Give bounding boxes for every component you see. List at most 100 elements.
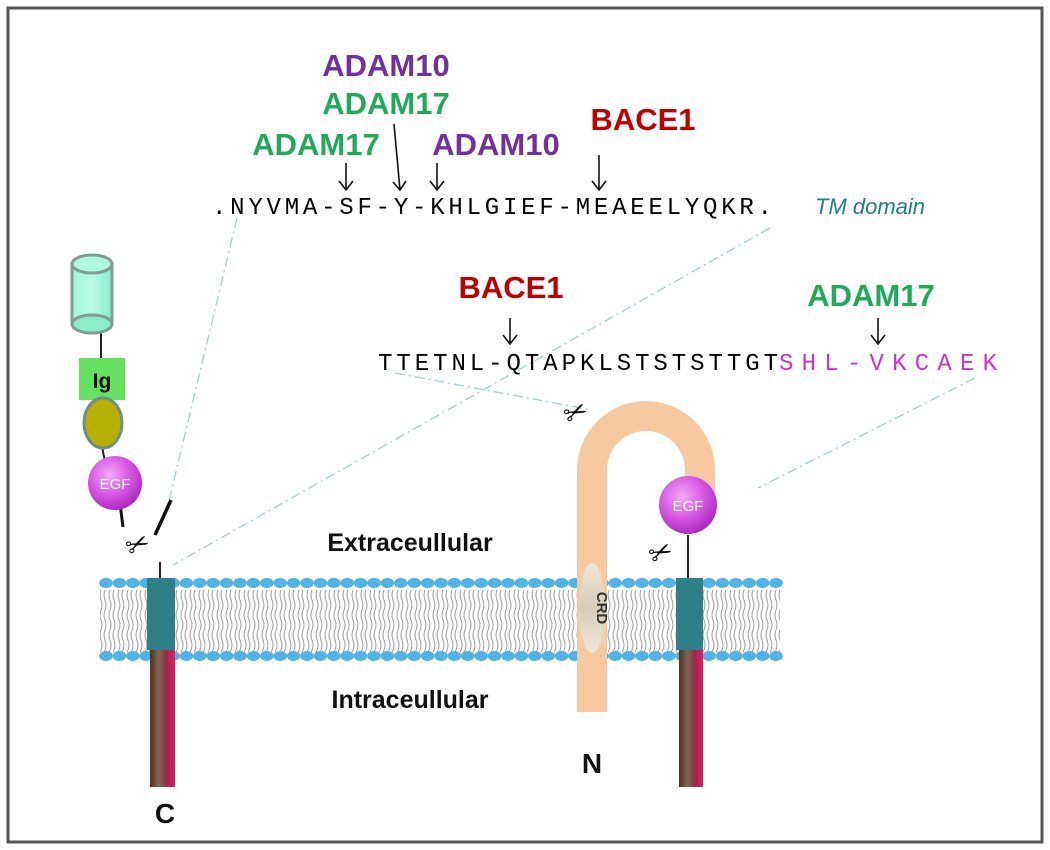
lipid-head (407, 651, 422, 661)
lipid-heads-bottom (99, 651, 783, 661)
lipid-head (233, 578, 247, 588)
lipid-head (541, 578, 555, 588)
lipid-head (769, 651, 783, 661)
lipid-head (193, 578, 207, 588)
down-arrow-icon (392, 123, 407, 192)
bace1-label: BACE1 (458, 270, 563, 305)
lipid-head (353, 578, 368, 588)
down-arrow-icon (870, 318, 886, 346)
intracellular-label: Intraceullular (332, 686, 489, 714)
lipid-head (260, 578, 274, 588)
seq-separator: . (758, 195, 772, 222)
lipid-head (273, 651, 288, 661)
lipid-head (206, 651, 220, 661)
mid-sequence-magenta: SHL-VKCAEK (779, 351, 998, 378)
adam17-label: ADAM17 (322, 86, 449, 121)
lipid-head (193, 651, 207, 661)
lipid-head (742, 651, 756, 661)
lipid-head (487, 578, 502, 588)
lipid-head (219, 578, 234, 588)
lipid-head (300, 651, 314, 661)
ig-cylinder-domain (70, 253, 114, 335)
lipid-head (715, 651, 730, 661)
lipid-head (112, 651, 127, 661)
scissors-icon: ✂ (559, 394, 593, 432)
seq-segment: .NYVMA (212, 195, 318, 222)
lipid-head (126, 651, 140, 661)
lipid-head (635, 651, 649, 661)
lipid-head (461, 578, 475, 588)
olive-domain (82, 396, 124, 450)
down-arrow-icon (502, 318, 518, 346)
egf-domain-right (659, 476, 717, 534)
lipid-head (420, 578, 435, 588)
left-protein: Ig EGF (70, 253, 175, 787)
crd-label: CRD (593, 592, 610, 625)
lipid-head (246, 651, 261, 661)
lipid-head (541, 651, 555, 661)
lipid-head (367, 651, 381, 661)
seq-separator: - (412, 195, 426, 222)
lipid-head (420, 651, 435, 661)
lipid-head (313, 578, 328, 588)
top-sequence: .NYVMA-SF-Y-KHLGIEF-MEAEELYQKR. (212, 195, 772, 222)
crd-domain (579, 563, 605, 653)
extracellular-label: Extraceullular (327, 529, 493, 557)
lipid-head (447, 651, 462, 661)
lipid-head (300, 578, 314, 588)
lipid-head (380, 578, 395, 588)
adam17-label: ADAM17 (252, 127, 379, 162)
lipid-head (407, 578, 422, 588)
lipid-head (501, 578, 515, 588)
lipid-head (434, 578, 448, 588)
c-terminus-label: C (155, 798, 175, 829)
lipid-head (554, 651, 569, 661)
lipid-head (528, 651, 542, 661)
lipid-head (608, 651, 622, 661)
lipid-head (755, 578, 770, 588)
lipid-head (206, 578, 220, 588)
lipid-head (126, 578, 140, 588)
lipid-head (313, 651, 328, 661)
lipid-head (434, 651, 448, 661)
lipid-head (380, 651, 395, 661)
lipid-head (179, 578, 194, 588)
svg-text:✂: ✂ (559, 394, 593, 432)
lipid-head (702, 651, 716, 661)
lipid-head (112, 578, 127, 588)
lipid-head (233, 651, 247, 661)
lipid-head (447, 578, 462, 588)
lipid-head (327, 578, 341, 588)
seq-segment: KHLGIEF (430, 195, 554, 222)
egf-label-right: EGF (673, 498, 704, 515)
seq-segment: MEAEELYQKR (576, 195, 754, 222)
lipid-head (648, 651, 663, 661)
lipid-head (662, 578, 676, 588)
lipid-head (648, 578, 663, 588)
cytoplasmic-tail-right (679, 650, 703, 787)
lipid-head (554, 578, 569, 588)
down-arrow-icon (338, 163, 354, 192)
adam10-label: ADAM10 (432, 127, 559, 162)
lipid-head (394, 578, 408, 588)
down-arrow-icon (429, 163, 445, 192)
bace1-label: BACE1 (590, 102, 695, 137)
tm-domain-label: TM domain (815, 194, 925, 219)
lipid-head (367, 578, 381, 588)
lipid-head (99, 651, 113, 661)
lipid-head (273, 578, 288, 588)
ig-box (79, 358, 125, 400)
lipid-head (394, 651, 408, 661)
tm-segment-left (147, 578, 175, 650)
svg-text:✂: ✂ (644, 534, 678, 572)
lipid-head (662, 651, 676, 661)
lipid-head (621, 651, 636, 661)
lipid-head (702, 578, 716, 588)
seq-segment: SF (339, 195, 372, 222)
lipid-head (99, 578, 113, 588)
lipid-head (474, 651, 489, 661)
lipid-head (340, 651, 355, 661)
lipid-head (327, 651, 341, 661)
lipid-head (461, 651, 475, 661)
